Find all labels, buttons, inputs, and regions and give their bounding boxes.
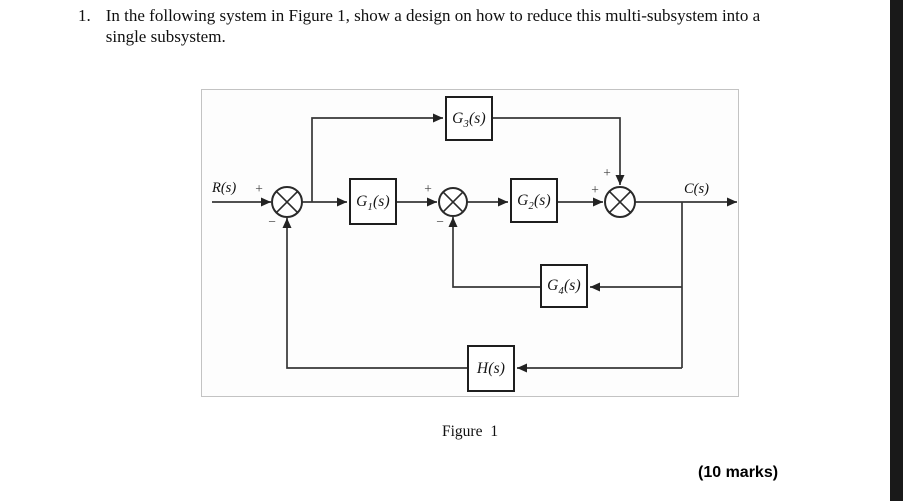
figure-caption: Figure 1 — [442, 423, 499, 440]
block-g1-label: G1(s) — [356, 192, 390, 213]
scan-edge-bar — [890, 0, 903, 501]
block-g3-label: G3(s) — [452, 109, 486, 130]
summing-junction-1 — [271, 186, 303, 218]
block-g2-label: G2(s) — [517, 191, 551, 212]
j1-plus-sign: + — [255, 181, 263, 196]
summing-junction-3 — [604, 186, 636, 218]
j2-minus-sign: − — [436, 214, 444, 229]
question-number: 1. — [78, 6, 91, 25]
block-h-label: H(s) — [476, 359, 506, 377]
wire-g3-to-j3 — [492, 117, 625, 185]
question-text-line2: single subsystem. — [105, 26, 226, 46]
block-g1: G1(s) — [349, 178, 397, 225]
j1-minus-sign: − — [268, 214, 276, 229]
output-signal-label: C(s) — [684, 181, 709, 197]
j2-plus-sign: + — [424, 181, 432, 196]
block-g2: G2(s) — [510, 178, 558, 223]
j3-plus-top-sign: + — [603, 165, 611, 180]
block-g3: G3(s) — [445, 96, 493, 141]
wire-g4-to-j2 — [448, 217, 540, 288]
input-signal-label: R(s) — [212, 180, 237, 196]
question-text: In the following system in Figure 1, sho… — [106, 6, 760, 47]
j3-plus-left-sign: + — [591, 182, 599, 197]
wire-h-to-j1 — [282, 218, 467, 369]
block-g4-label: G4(s) — [547, 277, 581, 298]
question-text-line1: In the following system in Figure 1, sho… — [105, 6, 761, 25]
marks-label: (10 marks) — [698, 464, 779, 481]
wire-branch-to-g3 — [311, 113, 443, 202]
summing-junction-2 — [438, 187, 468, 217]
block-h: H(s) — [467, 345, 515, 392]
question-statement: 1. In the following system in Figure 1, … — [78, 6, 760, 47]
block-g4: G4(s) — [540, 264, 588, 308]
